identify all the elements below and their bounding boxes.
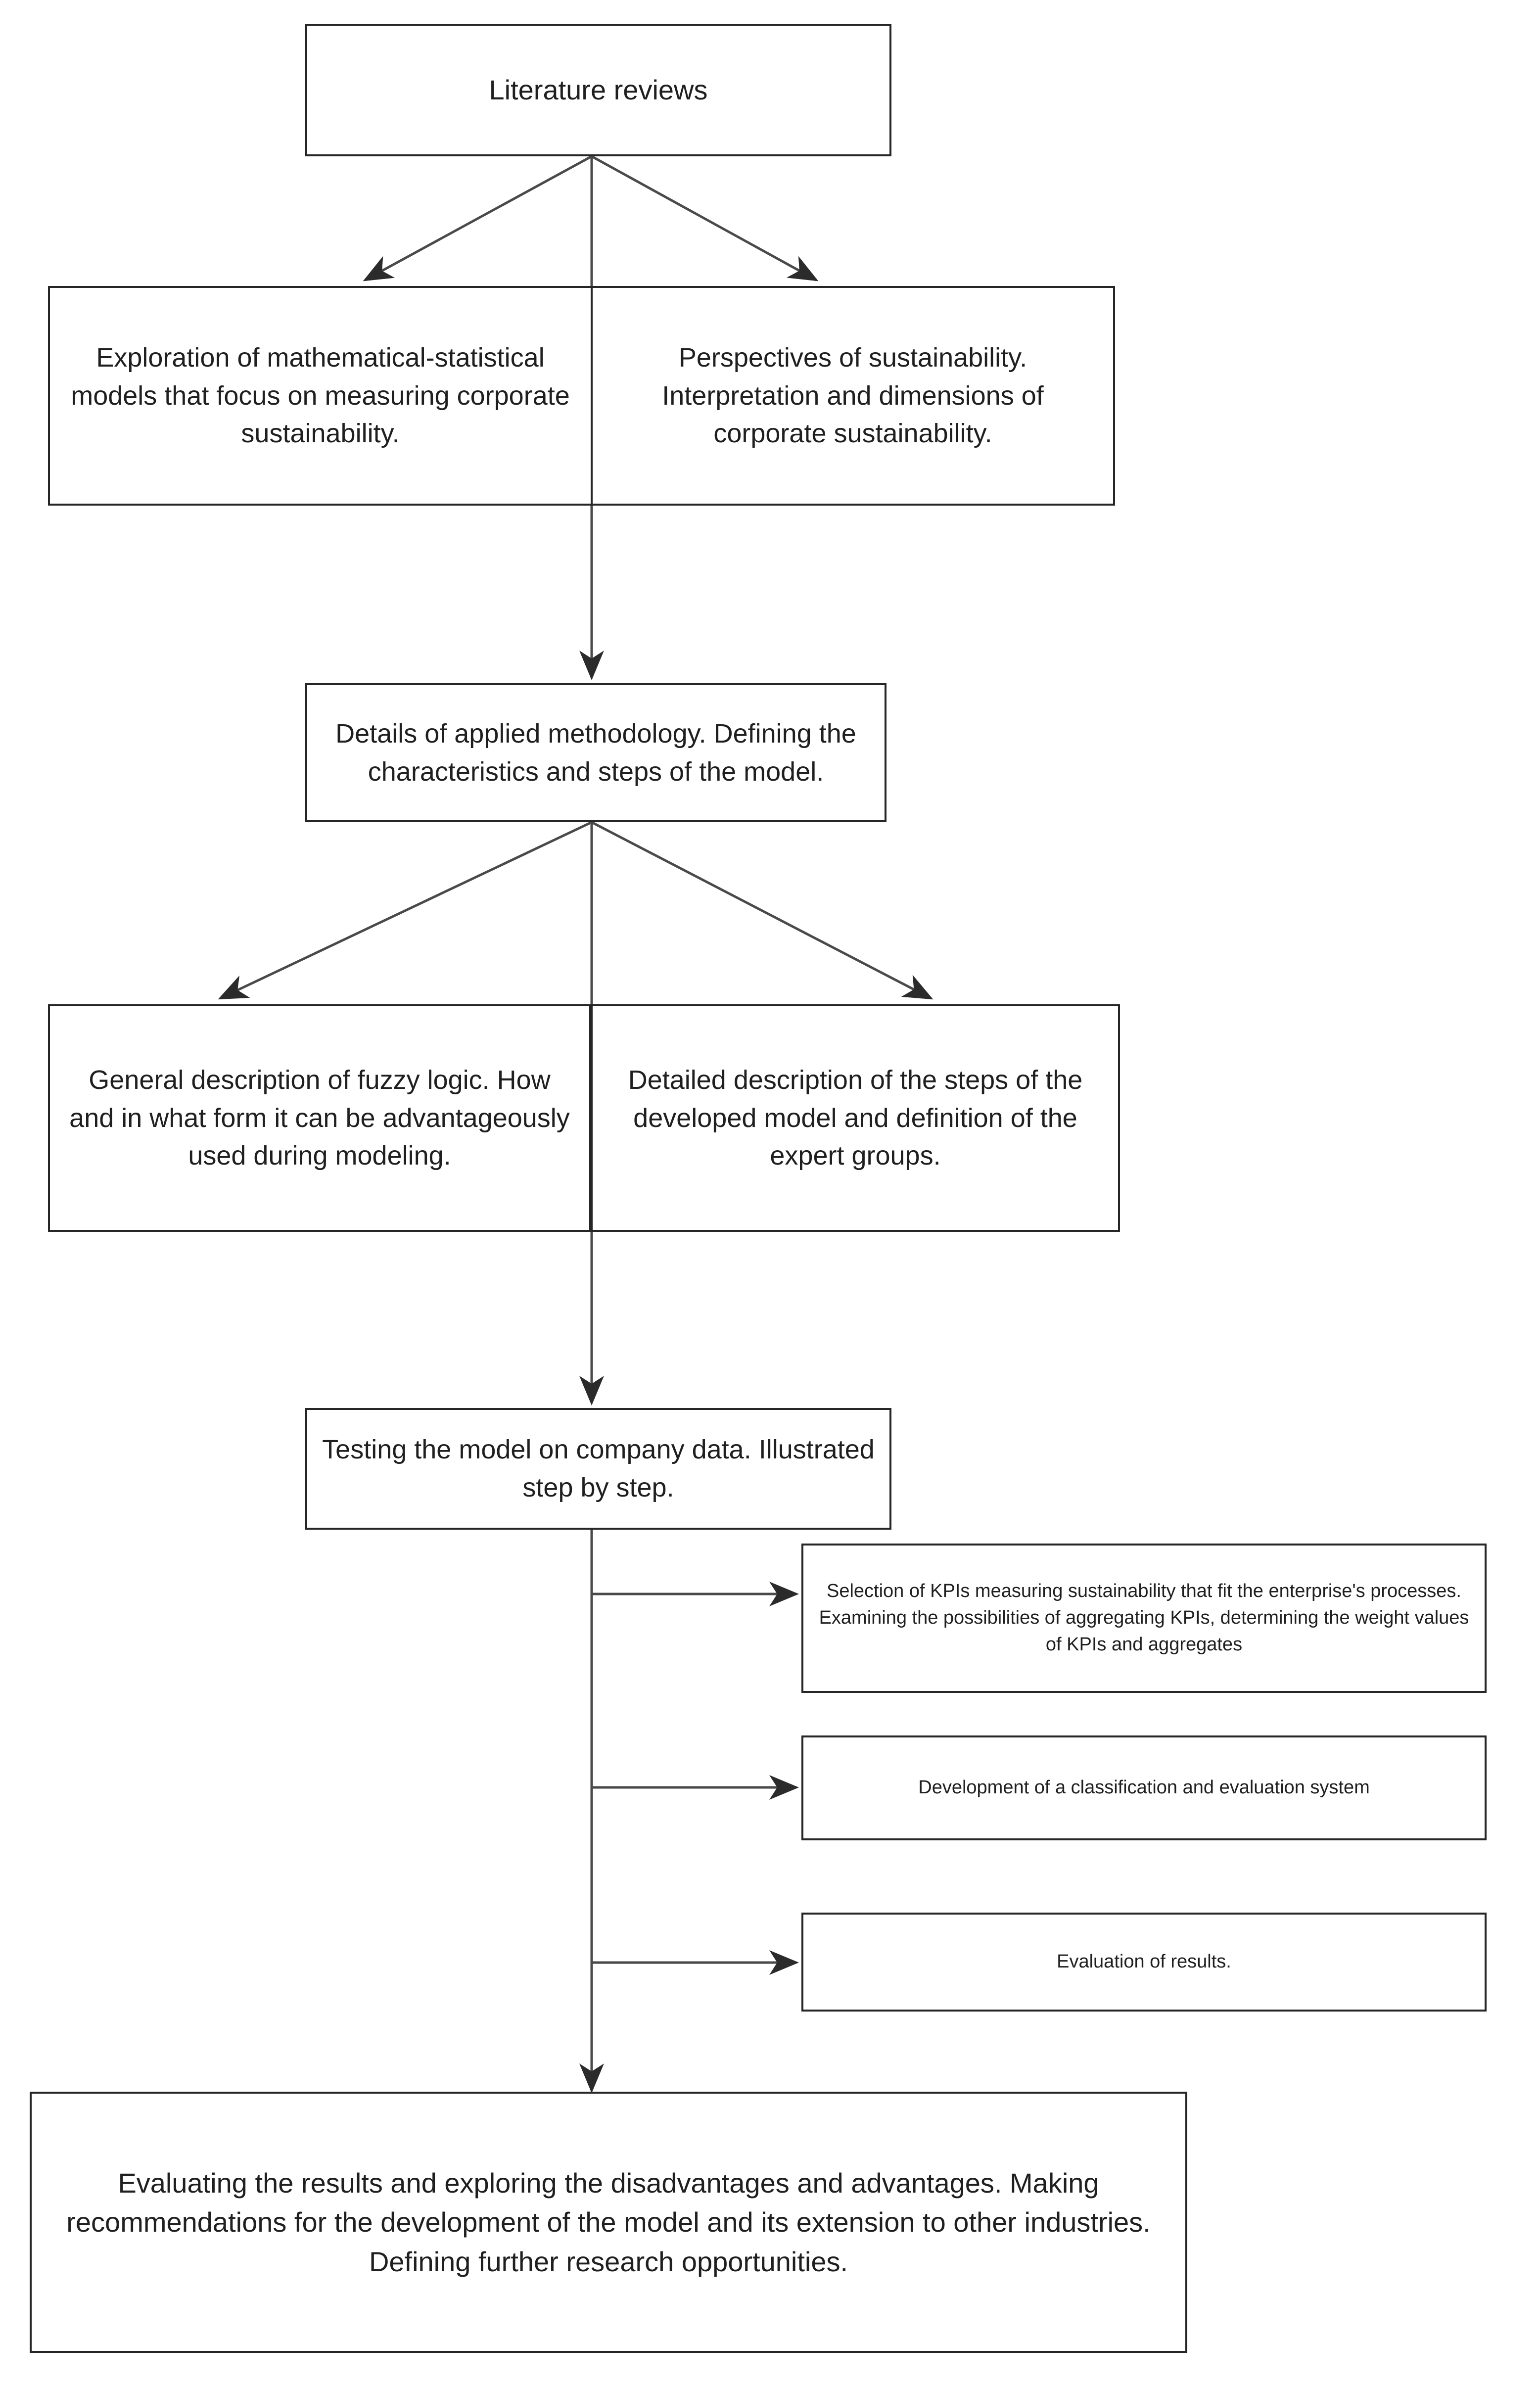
- node-conclusion-label: Evaluating the results and exploring the…: [66, 2167, 1151, 2277]
- node-testing[interactable]: Testing the model on company data. Illus…: [305, 1408, 891, 1530]
- node-conclusion[interactable]: Evaluating the results and exploring the…: [30, 2092, 1187, 2353]
- node-math-models[interactable]: Exploration of mathematical-statistical …: [48, 286, 593, 506]
- node-developed-model[interactable]: Detailed description of the steps of the…: [591, 1004, 1120, 1232]
- node-fuzzy-logic[interactable]: General description of fuzzy logic. How …: [48, 1004, 591, 1232]
- edge-literature-to-math-models: [363, 155, 593, 281]
- node-testing-label: Testing the model on company data. Illus…: [322, 1435, 875, 1502]
- node-methodology-label: Details of applied methodology. Defining…: [335, 718, 856, 787]
- node-classification-label: Development of a classification and eval…: [918, 1777, 1370, 1798]
- node-kpi-selection-label: Selection of KPIs measuring sustainabili…: [819, 1581, 1469, 1655]
- edge-literature-to-perspectives: [591, 155, 819, 281]
- node-fuzzy-logic-label: General description of fuzzy logic. How …: [69, 1065, 570, 1171]
- node-methodology[interactable]: Details of applied methodology. Defining…: [305, 683, 887, 822]
- node-perspectives[interactable]: Perspectives of sustainability. Interpre…: [591, 286, 1115, 506]
- node-classification[interactable]: Development of a classification and eval…: [801, 1735, 1487, 1840]
- node-perspectives-label: Perspectives of sustainability. Interpre…: [662, 342, 1044, 449]
- edge-methodology-to-fuzzy-logic: [218, 821, 593, 1000]
- node-literature-reviews[interactable]: Literature reviews: [305, 24, 891, 156]
- node-math-models-label: Exploration of mathematical-statistical …: [71, 342, 570, 449]
- node-evaluation-label: Evaluation of results.: [1057, 1951, 1231, 1972]
- node-evaluation[interactable]: Evaluation of results.: [801, 1913, 1487, 2012]
- edge-methodology-to-developed-model: [591, 821, 933, 1000]
- node-developed-model-label: Detailed description of the steps of the…: [628, 1065, 1083, 1171]
- node-kpi-selection[interactable]: Selection of KPIs measuring sustainabili…: [801, 1544, 1487, 1693]
- node-literature-reviews-label: Literature reviews: [489, 74, 708, 106]
